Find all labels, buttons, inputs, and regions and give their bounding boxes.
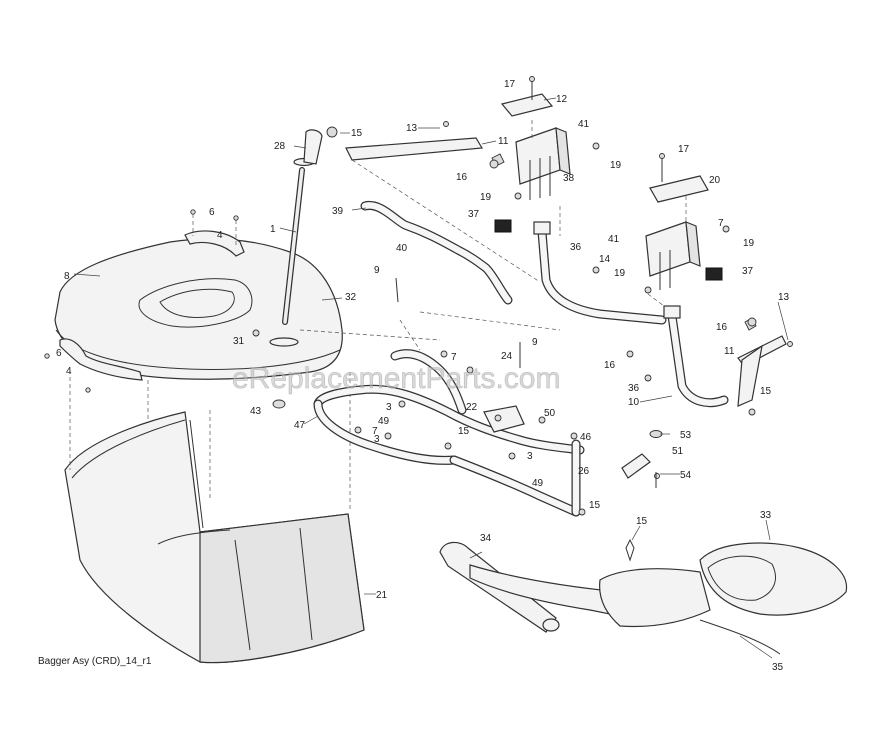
part-label: 28 xyxy=(274,141,286,152)
part-label: 7 xyxy=(372,426,378,437)
part-label: 53 xyxy=(680,430,692,441)
bag-lid xyxy=(54,238,343,380)
part-label: 37 xyxy=(742,266,754,277)
part-label: 34 xyxy=(480,533,492,544)
part-label: 15 xyxy=(351,128,363,139)
tube-mount xyxy=(533,221,729,408)
part-label: 13 xyxy=(406,123,418,134)
part-label: 17 xyxy=(504,79,516,90)
part-label: 16 xyxy=(604,360,616,371)
part-label: 1 xyxy=(270,224,276,235)
part-label: 41 xyxy=(608,234,620,245)
part-label: 43 xyxy=(250,406,262,417)
hardware xyxy=(252,126,757,562)
bag-side-handle xyxy=(44,338,143,393)
wire-bar xyxy=(360,200,513,305)
handle-rod xyxy=(269,129,323,347)
lid-handle-bracket xyxy=(184,209,245,257)
part-label: 26 xyxy=(578,466,590,477)
part-label: 3 xyxy=(386,402,392,413)
diagram-caption: Bagger Asy (CRD)_14_r1 xyxy=(38,656,152,667)
part-label: 9 xyxy=(374,265,380,276)
part-label: 20 xyxy=(709,175,721,186)
part-label: 15 xyxy=(458,426,470,437)
part-label: 19 xyxy=(743,238,755,249)
part-label: 6 xyxy=(209,207,215,218)
part-label: 8 xyxy=(64,271,70,282)
pads xyxy=(494,219,723,281)
part-label: 16 xyxy=(716,322,728,333)
part-label: 10 xyxy=(628,397,640,408)
bag-frame xyxy=(313,349,585,517)
part-label: 15 xyxy=(760,386,772,397)
frame-bracket xyxy=(483,405,525,433)
part-label: 7 xyxy=(451,352,457,363)
part-label: 21 xyxy=(376,590,388,601)
part-label: 15 xyxy=(589,500,601,511)
chute-tube xyxy=(439,541,642,633)
part-label: 11 xyxy=(724,346,735,357)
part-label: 47 xyxy=(294,420,306,431)
part-labels: 1 3 3 3 4 4 6 6 7 7 7 8 9 9 10 11 11 12 … xyxy=(56,79,790,673)
part-label: 40 xyxy=(396,243,408,254)
part-label: 49 xyxy=(532,478,544,489)
bracket-41-left xyxy=(515,127,571,200)
part-label: 12 xyxy=(556,94,568,105)
part-label: 39 xyxy=(332,206,344,217)
part-label: 54 xyxy=(680,470,692,481)
part-label: 51 xyxy=(672,446,684,457)
part-label: 31 xyxy=(233,336,245,347)
part-label: 19 xyxy=(614,268,626,279)
leader-lines xyxy=(73,97,789,659)
part-label: 37 xyxy=(468,209,480,220)
part-label: 36 xyxy=(628,383,640,394)
dashed-guides xyxy=(299,120,687,351)
bracket-20 xyxy=(649,153,709,203)
part-label: 32 xyxy=(345,292,357,303)
part-label: 36 xyxy=(570,242,582,253)
part-label: 4 xyxy=(66,366,72,377)
bag-body xyxy=(64,411,365,664)
latch xyxy=(621,430,663,479)
part-label: 4 xyxy=(217,230,223,241)
part-label: 3 xyxy=(374,434,380,445)
bracket-41-right xyxy=(645,221,701,290)
part-label: 11 xyxy=(498,136,509,147)
part-label: 38 xyxy=(563,173,575,184)
bracket-12 xyxy=(500,76,554,117)
part-label: 14 xyxy=(599,254,611,265)
part-label: 3 xyxy=(527,451,533,462)
part-label: 35 xyxy=(772,662,784,673)
part-label: 17 xyxy=(678,144,690,155)
chute-mount xyxy=(599,542,848,655)
part-label: 19 xyxy=(480,192,492,203)
part-label: 22 xyxy=(466,402,478,413)
part-label: 15 xyxy=(636,516,648,527)
part-label: 19 xyxy=(610,160,622,171)
part-label: 16 xyxy=(456,172,468,183)
part-label: 49 xyxy=(378,416,390,427)
part-label: 7 xyxy=(718,218,724,229)
part-label: 50 xyxy=(544,408,556,419)
part-label: 9 xyxy=(532,337,538,348)
side-strap xyxy=(737,317,793,416)
part-label: 33 xyxy=(760,510,772,521)
part-label: 13 xyxy=(778,292,790,303)
part-label: 46 xyxy=(580,432,592,443)
part-label: 41 xyxy=(578,119,590,130)
part-label: 6 xyxy=(56,348,62,359)
part-label: 24 xyxy=(501,351,513,362)
watermark: eReplacementParts.com xyxy=(232,362,560,395)
